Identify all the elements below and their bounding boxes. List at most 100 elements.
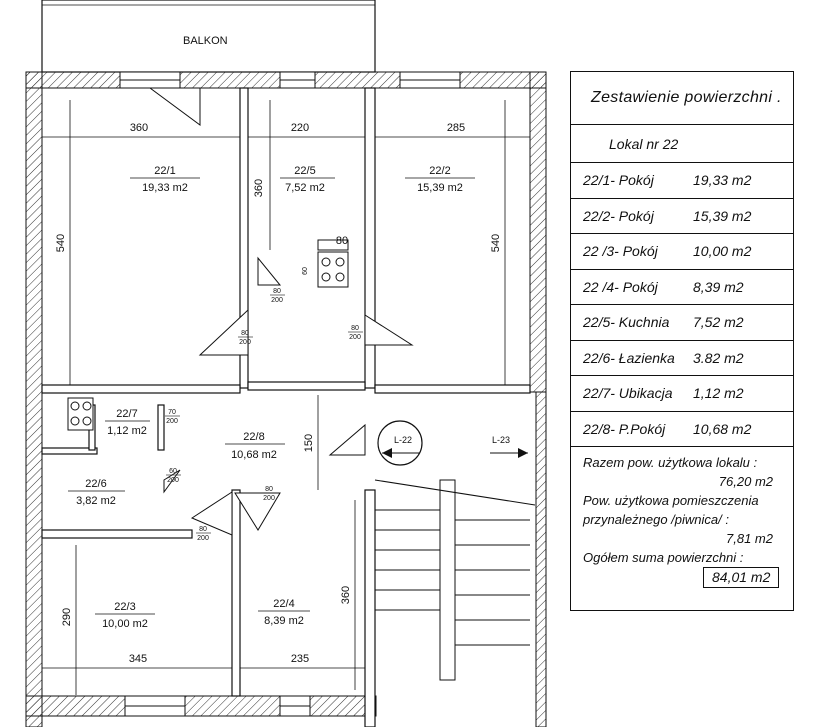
- door-label: 80 200: [196, 526, 211, 542]
- area-schedule: Zestawienie powierzchni . Lokal nr 22 22…: [570, 71, 794, 611]
- room-label-22-8: 22/8 10,68 m2: [225, 431, 285, 461]
- floor-plan: BALKON: [25, 0, 547, 727]
- room-area: 8,39 m2: [264, 615, 304, 627]
- row-code: 22/6- Łazienka: [583, 349, 675, 366]
- door-labels: 80 200 80 200 80 200 70 200 60 200 80 20…: [165, 267, 363, 542]
- schedule-summary: Razem pow. użytkowa lokalu : 76,20 m2 Po…: [571, 447, 793, 588]
- door-label: 70 200: [165, 409, 180, 425]
- schedule-row: 22 /4- Pokój 8,39 m2: [571, 270, 793, 305]
- dim-stove: 80: [336, 235, 348, 247]
- room-area: 10,68 m2: [231, 449, 277, 461]
- svg-text:200: 200: [263, 495, 275, 502]
- row-area: 10,68 m2: [693, 420, 752, 437]
- stair-label-next: L-23: [492, 435, 510, 445]
- usable-area-value: 76,20 m2: [718, 474, 773, 489]
- room-number: 22/1: [154, 165, 175, 177]
- svg-text:60: 60: [169, 468, 177, 475]
- room-number: 22/4: [273, 598, 294, 610]
- dim-width-22-2: 285: [447, 122, 465, 134]
- dim-height-22-4: 360: [340, 586, 352, 604]
- schedule-row: 22/6- Łazienka 3.82 m2: [571, 341, 793, 376]
- room-area: 10,00 m2: [102, 618, 148, 630]
- room-number: 22/6: [85, 478, 106, 490]
- balcony-label: BALKON: [183, 35, 228, 47]
- room-area: 3,82 m2: [76, 495, 116, 507]
- dim-width-22-4: 235: [291, 653, 309, 665]
- stair-label-own: L-22: [394, 435, 412, 445]
- door-label: 80 200: [262, 486, 277, 502]
- room-label-22-6: 22/6 3,82 m2: [68, 478, 125, 507]
- dim-corridor: 150: [303, 434, 315, 452]
- schedule-row: 22 /3- Pokój 10,00 m2: [571, 234, 793, 270]
- row-code: 22/2- Pokój: [583, 207, 654, 224]
- row-code: 22 /4- Pokój: [583, 278, 658, 295]
- svg-text:200: 200: [166, 418, 178, 425]
- schedule-row: 22/2- Pokój 15,39 m2: [571, 199, 793, 234]
- row-area: 7,52 m2: [693, 314, 744, 331]
- svg-text:80: 80: [199, 526, 207, 533]
- svg-text:80: 80: [273, 288, 281, 295]
- room-label-22-5: 22/5 7,52 m2: [280, 165, 335, 194]
- auxiliary-area-label-2: przynależnego /piwnica/ :: [583, 512, 729, 527]
- row-area: 8,39 m2: [693, 278, 744, 295]
- auxiliary-area-label-1: Pow. użytkowa pomieszczenia: [583, 493, 759, 508]
- row-area: 19,33 m2: [693, 172, 752, 189]
- svg-text:80: 80: [265, 486, 273, 493]
- door-label: 60 200: [166, 468, 181, 484]
- room-label-22-4: 22/4 8,39 m2: [258, 598, 310, 627]
- dimension-lines: [42, 100, 530, 695]
- svg-text:80: 80: [241, 330, 249, 337]
- schedule-row: 22/8- P.Pokój 10,68 m2: [571, 412, 793, 447]
- svg-text:200: 200: [167, 477, 179, 484]
- windows: [119, 71, 461, 717]
- row-code: 22/7- Ubikacja: [583, 385, 673, 402]
- room-area: 7,52 m2: [285, 182, 325, 194]
- balcony: BALKON: [41, 0, 376, 73]
- room-area: 1,12 m2: [107, 425, 147, 437]
- schedule-row: 22/7- Ubikacja 1,12 m2: [571, 376, 793, 412]
- room-number: 22/7: [116, 408, 137, 420]
- room-number: 22/5: [294, 165, 315, 177]
- door-label: 80 200: [270, 288, 285, 304]
- door-label: 60: [302, 267, 309, 275]
- dim-height-22-3: 290: [61, 608, 73, 626]
- row-code: 22 /3- Pokój: [583, 243, 658, 260]
- row-area: 10,00 m2: [693, 243, 752, 260]
- row-code: 22/8- P.Pokój: [583, 420, 666, 437]
- svg-text:200: 200: [349, 334, 361, 341]
- dim-width-22-5: 220: [291, 122, 309, 134]
- kitchen-stove: [317, 239, 349, 288]
- schedule-row: 22/5- Kuchnia 7,52 m2: [571, 305, 793, 341]
- row-code: 22/1- Pokój: [583, 172, 654, 189]
- stair-marker-next: L-23: [490, 435, 528, 458]
- room-number: 22/2: [429, 165, 450, 177]
- dimension-labels: 360 220 285 540 360 540 150 345 235 290 …: [55, 122, 502, 665]
- room-label-22-7: 22/7 1,12 m2: [105, 408, 150, 437]
- svg-text:200: 200: [271, 297, 283, 304]
- room-area: 19,33 m2: [142, 182, 188, 194]
- schedule-unit: Lokal nr 22: [571, 125, 793, 163]
- dim-width-22-1: 360: [130, 122, 148, 134]
- total-area-value: 84,01 m2: [703, 567, 780, 588]
- dim-width-22-3: 345: [129, 653, 147, 665]
- row-area: 1,12 m2: [693, 385, 744, 402]
- door-swings: [148, 87, 414, 536]
- row-area: 3.82 m2: [693, 349, 744, 366]
- schedule-row: 22/1- Pokój 19,33 m2: [571, 163, 793, 199]
- room-number: 22/8: [243, 431, 264, 443]
- room-label-22-1: 22/1 19,33 m2: [130, 165, 200, 194]
- total-area-label: Ogółem suma powierzchni :: [583, 550, 744, 565]
- stair-marker-own: L-22: [377, 420, 423, 466]
- room-number: 22/3: [114, 601, 135, 613]
- usable-area-label: Razem pow. użytkowa lokalu :: [583, 455, 758, 470]
- toilet-fixture: [67, 397, 94, 431]
- dim-height-22-2: 540: [490, 234, 502, 252]
- door-label: 80 200: [238, 330, 253, 346]
- dim-height-22-1: 540: [55, 234, 67, 252]
- svg-text:60: 60: [302, 267, 309, 275]
- svg-text:200: 200: [239, 339, 251, 346]
- svg-text:70: 70: [168, 409, 176, 416]
- door-label: 80 200: [348, 325, 363, 341]
- room-label-22-3: 22/3 10,00 m2: [95, 601, 155, 630]
- staircase: [374, 479, 536, 681]
